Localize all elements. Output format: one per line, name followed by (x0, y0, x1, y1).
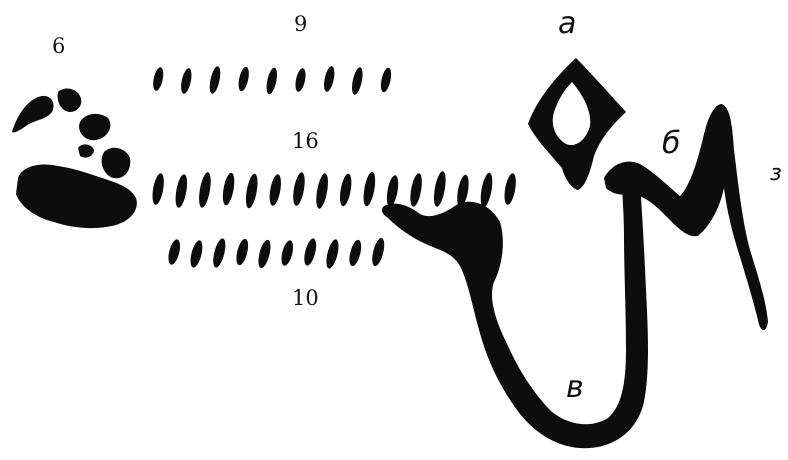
dash-mark-bottom (234, 238, 250, 267)
dash-mark-top (151, 66, 165, 91)
dash-mark-middle (385, 174, 400, 207)
cluster-blob-1 (12, 96, 54, 133)
dash-mark-middle (221, 172, 237, 206)
cluster-of-six (12, 89, 137, 229)
dash-mark-middle (479, 172, 495, 208)
count-label-cluster: 6 (52, 34, 65, 58)
dash-mark-top (294, 67, 308, 92)
dash-mark-top (322, 65, 336, 92)
cluster-blob-5 (102, 148, 131, 179)
dash-mark-top (265, 67, 279, 95)
dash-mark-middle (173, 173, 189, 208)
figure-letter-b: б (662, 126, 681, 161)
dash-row-top (151, 65, 393, 95)
dash-mark-top (179, 67, 193, 94)
dash-mark-middle (502, 172, 517, 205)
dash-mark-bottom (166, 238, 182, 266)
dash-mark-top (350, 66, 365, 95)
dash-mark-bottom (324, 238, 341, 270)
dash-mark-bottom (370, 237, 387, 268)
dash-mark-top (379, 67, 393, 93)
dash-mark-bottom (302, 237, 318, 267)
figure-letter-a: а (558, 6, 576, 41)
count-label-middle-row: 16 (292, 129, 319, 153)
dash-mark-top (208, 65, 223, 94)
cluster-blob-3 (79, 114, 110, 140)
figure-letter-z: з (770, 161, 782, 186)
dash-mark-middle (291, 171, 307, 206)
dash-mark-bottom (347, 239, 363, 268)
cluster-blob-2 (58, 89, 82, 112)
dash-mark-middle (244, 173, 260, 209)
dash-mark-top (237, 66, 251, 92)
figure-letter-v: в (566, 370, 584, 405)
cluster-blob-4 (78, 144, 94, 157)
dash-mark-middle (197, 171, 213, 208)
dash-row-bottom (166, 237, 386, 270)
dash-mark-bottom (279, 239, 295, 267)
count-label-bottom-row: 10 (292, 286, 319, 310)
dash-mark-bottom (188, 239, 204, 269)
dash-mark-middle (268, 173, 283, 206)
dash-mark-middle (432, 170, 448, 207)
dash-mark-middle (150, 172, 165, 205)
count-label-top-row: 9 (294, 12, 307, 36)
dash-mark-middle (314, 172, 330, 209)
dash-mark-middle (338, 173, 354, 207)
dash-mark-bottom (211, 237, 228, 269)
dash-mark-bottom (256, 239, 273, 270)
figure-v-curve (382, 182, 648, 448)
dash-mark-middle (408, 172, 424, 207)
dash-mark-middle (361, 171, 377, 207)
